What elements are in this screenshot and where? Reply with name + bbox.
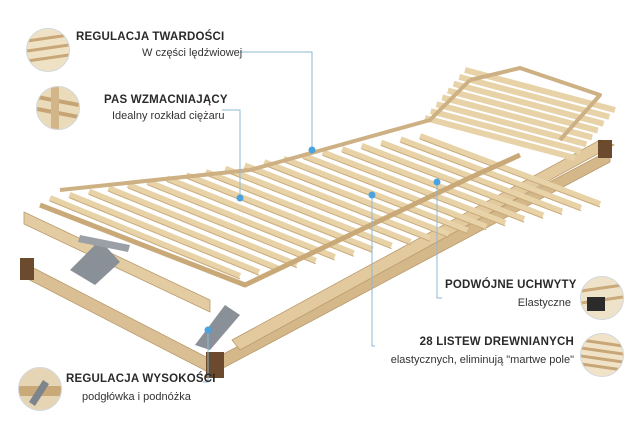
bed-slat — [321, 149, 507, 226]
height-adjust-closeup-icon — [18, 367, 62, 411]
feature-subtitle: podgłówka i podnóżka — [82, 391, 191, 403]
bed-slat-head — [429, 108, 582, 155]
bed-slat — [243, 162, 431, 241]
bed-slat-head — [424, 115, 576, 161]
bed-slat-edge — [419, 138, 601, 208]
reinforcement-belt-closeup-icon — [36, 86, 80, 130]
bed-slat — [224, 165, 412, 245]
bed-slat-edge — [341, 151, 525, 223]
bed-slat — [263, 159, 450, 238]
bed-slat-edge — [302, 158, 487, 231]
feature-title: PAS WZMACNIAJĄCY — [104, 94, 228, 106]
bed-slat — [302, 152, 488, 230]
bed-slat — [48, 195, 242, 279]
feature-reinforcement: PAS WZMACNIAJĄCY Idealny rozkład ciężaru — [104, 94, 228, 122]
bed-slat-edge — [400, 141, 582, 212]
bed-slat — [399, 136, 583, 211]
bed-slat — [204, 169, 393, 249]
bed-slat — [418, 133, 602, 207]
bed-slat — [87, 188, 280, 272]
bed-slat — [341, 146, 526, 222]
feature-title: PODWÓJNE UCHWYTY — [445, 279, 577, 291]
bed-slat-edge — [264, 164, 449, 238]
feature-height-adjust: REGULACJA WYSOKOŚCI podgłówka i podnóżka — [66, 373, 216, 403]
bed-slat-edge — [108, 190, 298, 269]
bed-slat — [146, 178, 336, 260]
bed-slat — [107, 185, 298, 268]
bed-slat-edge — [69, 197, 260, 276]
bed-slat-edge — [205, 174, 392, 250]
bed-slat — [126, 182, 317, 264]
feature-subtitle: elastycznych, eliminują "martwe pole" — [390, 354, 574, 366]
slat-hardness-closeup-icon — [26, 28, 70, 72]
feature-title: REGULACJA TWARDOŚCI — [76, 31, 225, 43]
bed-slat-edge — [147, 184, 335, 261]
bed-slat-edge — [88, 194, 279, 272]
bed-slat-edge — [127, 187, 316, 265]
bed-slat-edge — [322, 154, 506, 227]
feature-subtitle: W części lędźwiowej — [142, 47, 243, 59]
feature-wooden-slats: 28 LISTEW DREWNIANYCH elastycznych, elim… — [378, 336, 574, 366]
bed-slat — [360, 142, 545, 219]
feature-hardness: REGULACJA TWARDOŚCI W części lędźwiowej — [76, 31, 242, 59]
feature-title: 28 LISTEW DREWNIANYCH — [419, 336, 574, 348]
bed-slat — [165, 175, 355, 257]
double-holders-closeup-icon — [580, 276, 624, 320]
feature-double-holders: PODWÓJNE UCHWYTY Elastyczne — [445, 279, 577, 309]
feature-subtitle: Elastyczne — [517, 297, 571, 309]
bed-slat-edge — [225, 171, 411, 246]
wooden-slats-closeup-icon — [580, 333, 624, 377]
bed-slat-edge — [380, 145, 563, 216]
bed-slat-edge — [244, 167, 430, 242]
bed-slat-edge — [166, 180, 354, 257]
feature-subtitle: Idealny rozkład ciężaru — [112, 110, 225, 122]
bed-slat — [68, 191, 261, 275]
feature-title: REGULACJA WYSOKOŚCI — [66, 373, 216, 385]
bed-slat-edge — [49, 200, 241, 280]
